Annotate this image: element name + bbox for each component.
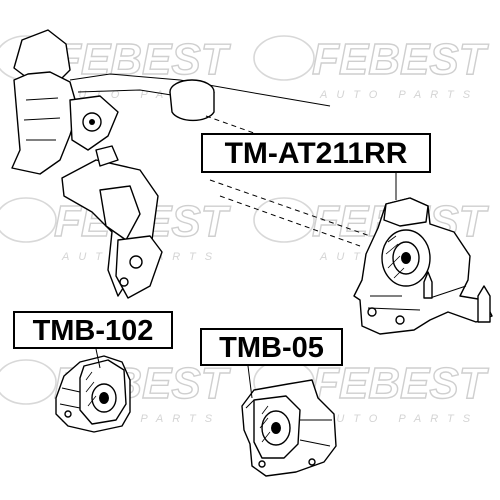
- leader-lines: [95, 173, 397, 399]
- watermark-top-left: FEBEST AUTO PARTS: [0, 34, 231, 101]
- engine-assembly-drawing: [11, 29, 371, 299]
- watermark-top-right: FEBEST AUTO PARTS: [253, 34, 489, 101]
- mount-drawing-part-1: [353, 197, 493, 335]
- watermark-tagline: AUTO PARTS: [319, 413, 479, 425]
- mount-drawing-part-2: [55, 355, 131, 433]
- part-number-label-3: TMB-05: [200, 328, 343, 366]
- leader-line-part-2: [95, 348, 101, 369]
- watermark-brand: FEBEST: [312, 359, 489, 408]
- mount-drawing-part-3: [241, 379, 337, 477]
- part-number-label-2: TMB-102: [13, 311, 173, 349]
- watermark-brand: FEBEST: [312, 35, 489, 84]
- part-number-label-1: TM-AT211RR: [201, 133, 431, 173]
- watermark-bottom-right: FEBEST AUTO PARTS: [253, 358, 489, 425]
- leader-line-part-3: [247, 365, 253, 399]
- watermark-brand: FEBEST: [54, 35, 231, 84]
- watermark-tagline: AUTO PARTS: [319, 89, 479, 101]
